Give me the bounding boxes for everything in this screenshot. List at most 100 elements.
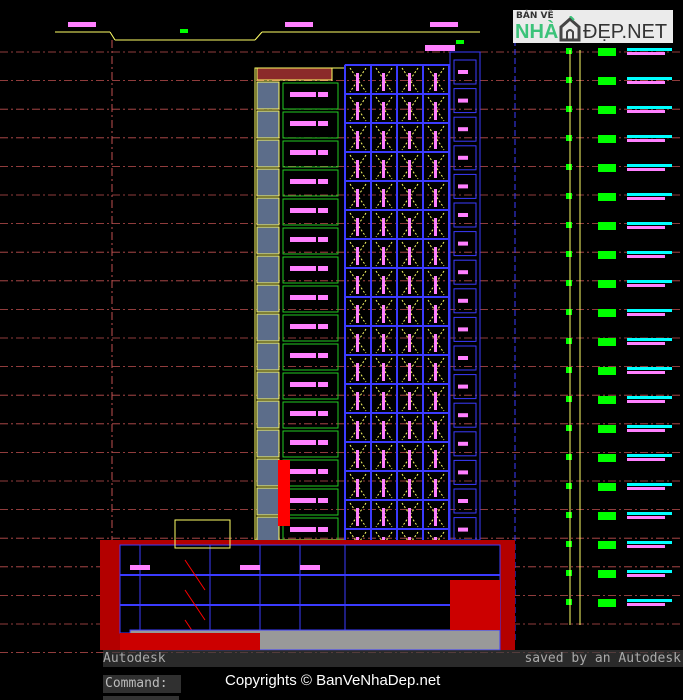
command-prompt[interactable]: Command: xyxy=(103,675,181,693)
cad-entity xyxy=(318,324,328,329)
window xyxy=(453,145,477,171)
cad-entity xyxy=(109,31,116,41)
elevator-label xyxy=(382,73,385,91)
elevator-label xyxy=(382,102,385,120)
level-mark xyxy=(566,367,572,373)
elevator-label xyxy=(356,392,359,410)
room xyxy=(282,198,339,226)
elevator-label xyxy=(434,276,437,294)
elevator-cross xyxy=(401,415,419,441)
watermark-logo: BẢN VẼ NHÀ ĐẸP.NET xyxy=(513,10,673,43)
elevator-cross xyxy=(349,241,367,267)
elevator-cross xyxy=(375,357,393,383)
elevator-cross xyxy=(349,270,367,296)
level-tag xyxy=(598,541,616,549)
window xyxy=(453,431,477,457)
stair-hatch xyxy=(256,110,280,139)
level-tag xyxy=(430,22,458,27)
room xyxy=(282,314,339,342)
elevator-label xyxy=(356,305,359,323)
level-mark xyxy=(566,251,572,257)
window xyxy=(453,316,477,342)
elevator-cross xyxy=(349,125,367,151)
level-tag xyxy=(598,425,616,433)
elevator-cross xyxy=(401,96,419,122)
level-label xyxy=(627,570,672,573)
room xyxy=(282,343,339,371)
cad-entity xyxy=(318,92,328,97)
cad-entity xyxy=(318,469,328,474)
elevator-cross xyxy=(349,299,367,325)
level-tag xyxy=(598,454,616,462)
elevator-cross xyxy=(427,212,445,238)
elevator-label xyxy=(434,334,437,352)
elevator-label xyxy=(408,189,411,207)
level-label xyxy=(627,81,665,84)
basement xyxy=(119,544,501,634)
elevator-cross xyxy=(349,444,367,470)
elevator-label xyxy=(356,102,359,120)
room-label xyxy=(290,324,316,329)
window xyxy=(453,116,477,142)
elevator-cross xyxy=(375,241,393,267)
elevator-label xyxy=(434,73,437,91)
room-label xyxy=(290,237,316,242)
level-label xyxy=(627,168,665,171)
elevator-cross xyxy=(349,502,367,528)
elevator-cross xyxy=(401,328,419,354)
level-tag xyxy=(598,512,616,520)
window-label xyxy=(458,155,468,160)
elevator-cross xyxy=(401,212,419,238)
level-mark xyxy=(566,135,572,141)
room-label xyxy=(290,440,316,445)
stair-hatch xyxy=(256,81,280,110)
elevator-cross xyxy=(427,154,445,180)
room-label xyxy=(290,150,316,155)
level-label xyxy=(627,52,665,55)
elevator-label xyxy=(434,131,437,149)
level-label xyxy=(627,483,672,486)
level-mark xyxy=(566,106,572,112)
room xyxy=(282,169,339,197)
room-label xyxy=(290,295,316,300)
copyright-watermark: Copyrights © BanVeNhaDep.net xyxy=(225,672,441,689)
elevator-cross xyxy=(375,125,393,151)
elevator-label xyxy=(356,450,359,468)
elevator-cross xyxy=(375,212,393,238)
elevator-label xyxy=(408,363,411,381)
elevator-cross xyxy=(349,270,367,296)
room xyxy=(282,285,339,313)
elevator-cross xyxy=(349,502,367,528)
elevator-cross xyxy=(401,67,419,93)
elevator-label xyxy=(408,73,411,91)
elevator-cross xyxy=(401,299,419,325)
level-tag xyxy=(598,135,616,143)
elevator-label xyxy=(408,247,411,265)
window xyxy=(453,402,477,428)
window-label xyxy=(458,499,468,503)
elevator-label xyxy=(382,160,385,178)
level-label xyxy=(627,251,672,254)
elevator-label xyxy=(434,392,437,410)
command-input-bar[interactable] xyxy=(103,696,179,700)
level-label xyxy=(627,400,665,403)
level-tag xyxy=(68,22,96,27)
level-label xyxy=(627,396,672,399)
elevator-cross xyxy=(375,473,393,499)
elevator-label xyxy=(434,218,437,236)
level-tag xyxy=(598,222,616,230)
level-mark xyxy=(566,570,572,576)
elevator-label xyxy=(382,479,385,497)
elevator-cross xyxy=(375,502,393,528)
elevator-cross xyxy=(375,67,393,93)
elevator-cross xyxy=(427,444,445,470)
elevator-cross xyxy=(375,270,393,296)
elevator-cross xyxy=(349,212,367,238)
elevator-cross xyxy=(427,473,445,499)
elevator-label xyxy=(382,421,385,439)
elevator-cross xyxy=(401,241,419,267)
level-tag xyxy=(598,570,616,578)
stair-hatch xyxy=(256,458,280,487)
roof-hatch xyxy=(256,67,333,81)
